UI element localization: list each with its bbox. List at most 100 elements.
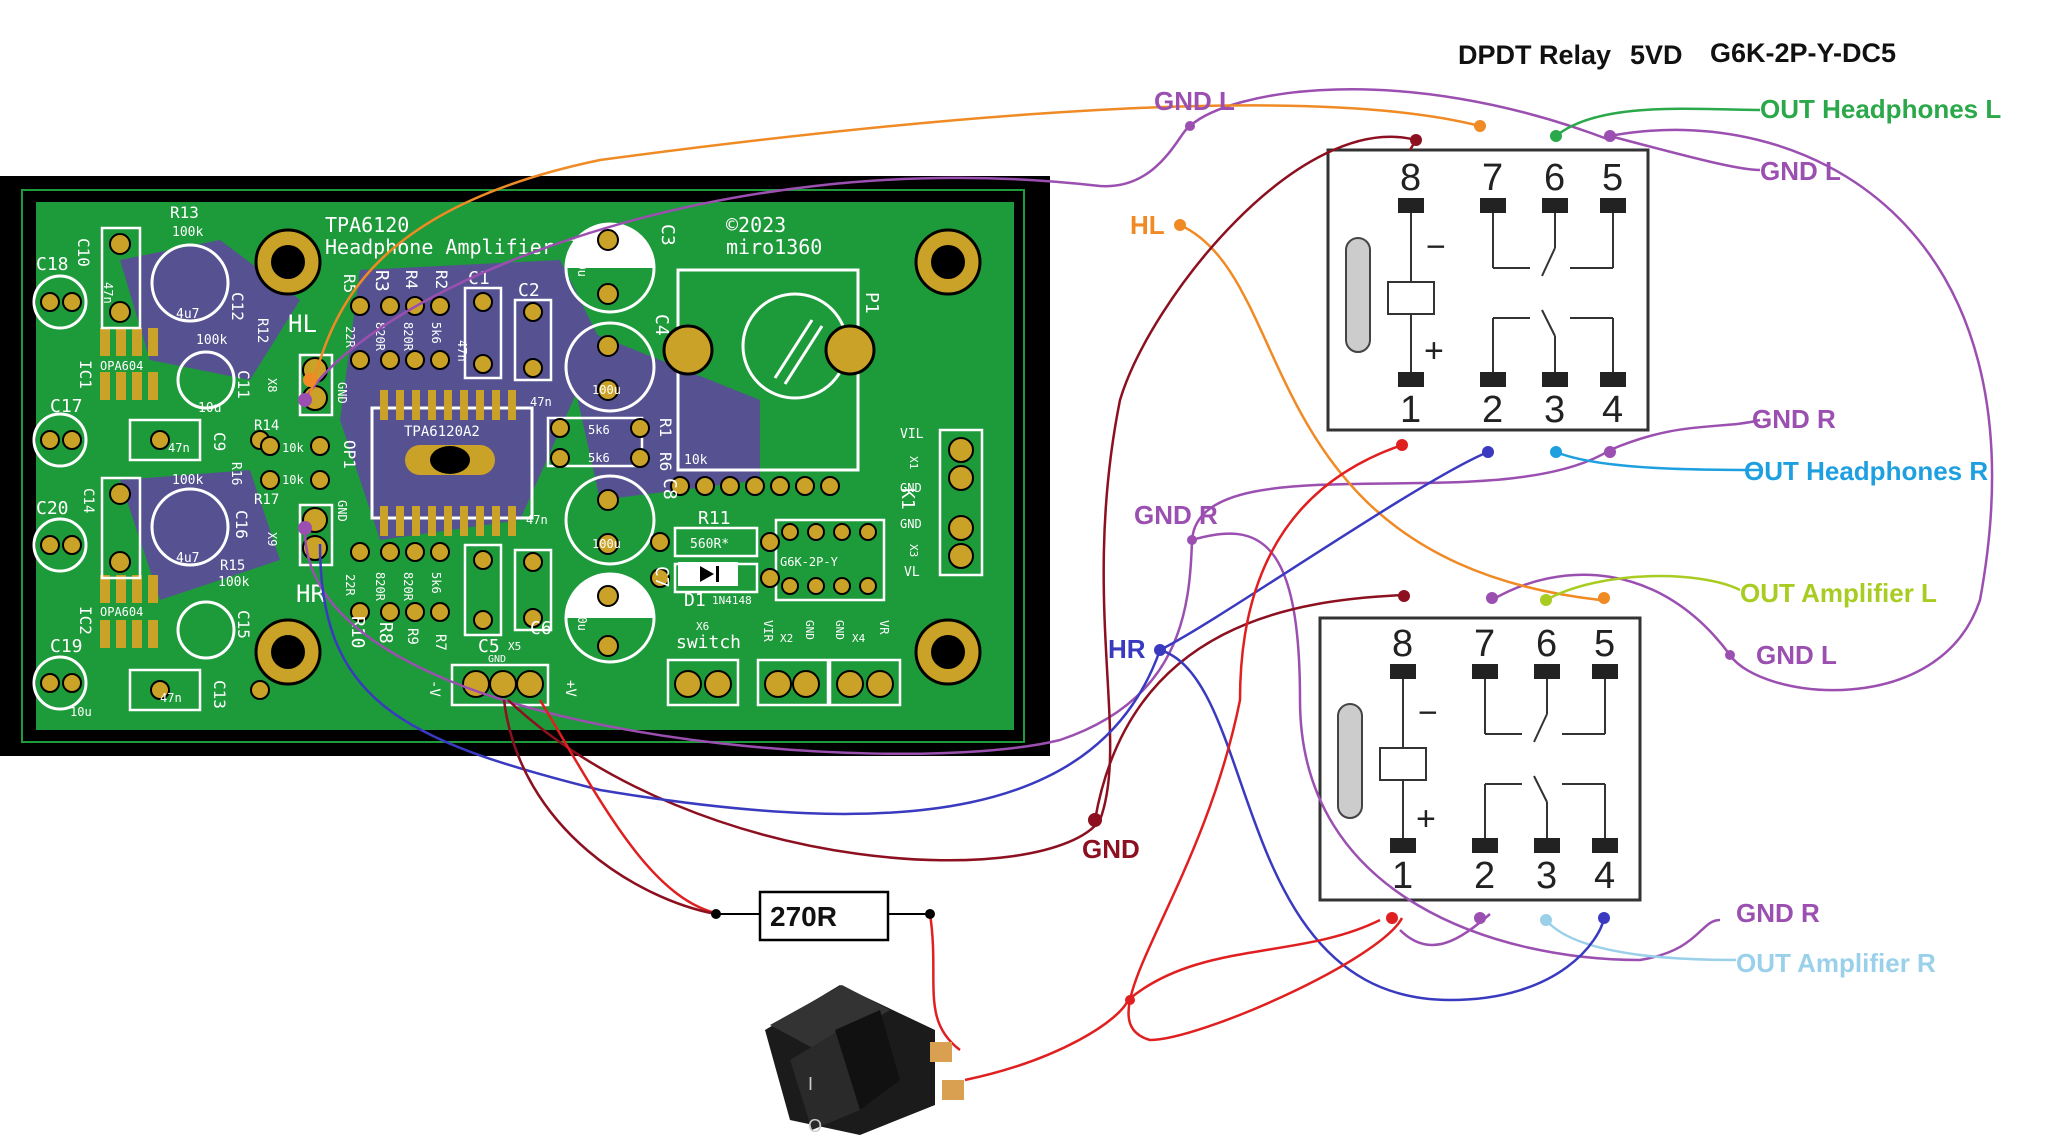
silk-c19: C19 — [50, 636, 83, 657]
resistor-label: 270R — [770, 901, 837, 932]
silk-r12: R12 — [254, 318, 270, 343]
pcb-board: TPA6120 Headphone Amplifier 2 ©2023 miro… — [0, 176, 1050, 756]
silk-gnd-7: GND — [833, 620, 846, 640]
silk-opa604-1: OPA604 — [100, 359, 143, 373]
silk-switch: switch — [676, 632, 741, 653]
relay-title-part: G6K-2P-Y-DC5 — [1710, 38, 1896, 68]
silk-10k-1: 10k — [282, 441, 304, 455]
label-out-amp-l: OUT Amplifier L — [1740, 578, 1937, 608]
relay-top-pin-3: 3 — [1544, 389, 1565, 431]
silk-4u7-1: 4u7 — [176, 307, 199, 322]
silk-x6: X6 — [696, 620, 709, 633]
svg-text:−: − — [1426, 228, 1446, 266]
silk-c5: C5 — [478, 636, 500, 657]
label-out-hp-r: OUT Headphones R — [1744, 456, 1988, 486]
silk-c20: C20 — [36, 498, 69, 519]
silk-r4: R4 — [402, 270, 421, 289]
silk-100u-2: 100u — [592, 383, 621, 397]
pcb-title-2: Headphone Amplifier 2 — [325, 235, 578, 259]
relay-bottom-pin-3: 3 — [1536, 855, 1557, 897]
label-hr: HR — [1108, 634, 1146, 664]
svg-text:O: O — [808, 1116, 822, 1136]
relay-title: DPDT Relay 5VD G6K-2P-Y-DC5 — [1458, 38, 1896, 70]
silk-x5: X5 — [508, 640, 521, 653]
silk-c17: C17 — [50, 396, 83, 417]
silk-r3: R3 — [371, 270, 392, 292]
silk-c9: C9 — [210, 432, 229, 451]
silk-5k6-4: 5k6 — [588, 451, 610, 465]
silk-47n-2: 47n — [168, 441, 190, 455]
relay-top-pin-7: 7 — [1482, 157, 1503, 199]
relay-bottom-pin-6: 6 — [1536, 623, 1557, 665]
silk-100k-1: 100k — [172, 225, 203, 240]
silk-10k-2: 10k — [282, 473, 304, 487]
rocker-switch: I O — [765, 985, 964, 1136]
silk-100k-2: 100k — [196, 333, 227, 348]
silk-vr: VR — [877, 620, 891, 635]
silk-c10: C10 — [74, 238, 93, 267]
silk-x8: X8 — [265, 378, 279, 392]
label-gnd: GND — [1082, 834, 1140, 864]
silk-10u-2: 10u — [70, 705, 92, 719]
silk-x1: X1 — [907, 456, 920, 469]
label-out-hp-l: OUT Headphones L — [1760, 94, 2001, 124]
silk-47n-5: 47n — [530, 395, 552, 409]
relay-bottom-pin-1: 1 — [1392, 855, 1413, 897]
pcb-copyright-1: ©2023 — [726, 213, 786, 237]
relay-bottom-pin-7: 7 — [1474, 623, 1495, 665]
label-gnd-l-top: GND L — [1154, 86, 1235, 116]
silk-820r-4: 820R — [401, 572, 415, 602]
relay-top-pin-1: 1 — [1400, 389, 1421, 431]
silk-k1: K1 — [897, 488, 918, 510]
svg-text:I: I — [808, 1074, 813, 1094]
wire-ends — [298, 120, 1735, 1005]
silk-p1: P1 — [861, 292, 882, 314]
silk-22r-2: 22R — [343, 574, 357, 596]
silk-gnd-5: GND — [900, 517, 922, 531]
silk-r6: R6 — [656, 452, 675, 471]
wires — [303, 88, 1994, 1082]
silk-47n-1: 47n — [101, 282, 115, 304]
silk-560r: 560R* — [690, 537, 729, 552]
silk-minus-v: -V — [426, 680, 442, 697]
silk-100u-1: 100u — [575, 248, 589, 277]
silk-gnd-3: GND — [488, 654, 506, 665]
label-gnd-l-2: GND L — [1760, 156, 1841, 186]
silk-r2: R2 — [432, 270, 451, 289]
silk-100k-4: 100k — [218, 575, 249, 590]
silk-vir: VIR — [761, 620, 775, 642]
relay-top-pin-5: 5 — [1602, 157, 1623, 199]
label-gnd-r-2: GND R — [1134, 500, 1218, 530]
relay-title-name: DPDT Relay — [1458, 40, 1611, 70]
silk-r15: R15 — [220, 558, 245, 574]
silk-gnd-6: GND — [803, 620, 816, 640]
silk-vl: VL — [904, 565, 920, 580]
silk-47n-6: 47n — [526, 513, 548, 527]
silk-c3: C3 — [657, 224, 678, 246]
silk-hl: HL — [288, 310, 317, 338]
svg-text:+: + — [1416, 800, 1436, 838]
silk-100u-3: 100u — [592, 537, 621, 551]
silk-x9: X9 — [265, 532, 279, 546]
silk-r1: R1 — [656, 418, 675, 437]
silk-vil: VIL — [900, 427, 924, 442]
silk-gnd-1: GND — [335, 382, 349, 404]
silk-c15: C15 — [234, 610, 253, 639]
relay-bottom-pin-2: 2 — [1474, 855, 1495, 897]
label-gnd-r-1: GND R — [1752, 404, 1836, 434]
relay-top-pin-4: 4 — [1602, 389, 1623, 431]
silk-22r-1: 22R — [343, 326, 357, 348]
silk-r14: R14 — [254, 418, 279, 434]
silk-1n4148: 1N4148 — [712, 594, 752, 607]
relay-bottom: − + — [1318, 616, 1642, 902]
svg-text:+: + — [1424, 332, 1444, 370]
silk-c6: C6 — [530, 618, 552, 639]
silk-ic1: IC1 — [76, 360, 95, 389]
label-hl: HL — [1130, 210, 1165, 240]
svg-text:−: − — [1418, 694, 1438, 732]
silk-47n-4: 47n — [455, 340, 469, 362]
silk-5k6-3: 5k6 — [588, 423, 610, 437]
silk-c4: C4 — [651, 314, 672, 336]
silk-c8: C8 — [659, 478, 680, 500]
